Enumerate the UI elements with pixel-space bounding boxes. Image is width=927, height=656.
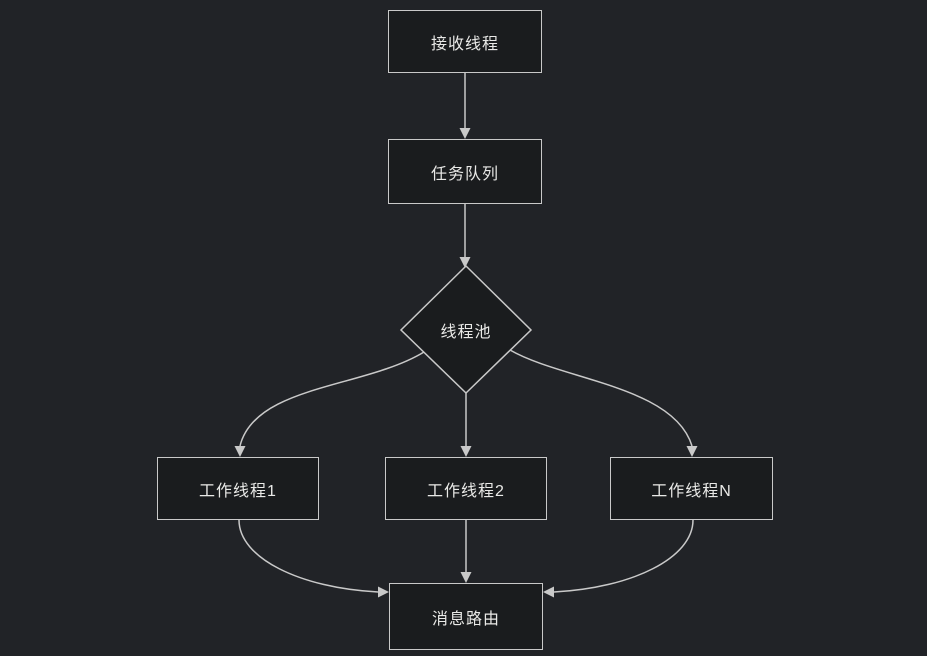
node-thread-pool-label: 线程池 (440, 324, 492, 341)
node-worker-n-label: 工作线程N (651, 482, 732, 500)
arrowhead-right-router (378, 586, 389, 598)
arrowhead-down-queue (459, 128, 471, 139)
node-task-queue-label: 任务队列 (430, 165, 499, 183)
edge-pool-to-worker1 (239, 351, 425, 447)
arrowhead-down-worker2 (460, 446, 472, 457)
arrowhead-down-worker1 (234, 446, 246, 457)
node-worker-1: 工作线程1 (157, 457, 319, 520)
node-worker-n: 工作线程N (610, 457, 773, 520)
node-worker-1-label: 工作线程1 (199, 482, 277, 500)
node-message-router: 消息路由 (389, 583, 543, 650)
node-message-router-label: 消息路由 (431, 610, 500, 628)
node-thread-pool: 线程池 (402, 310, 530, 350)
edge-worker1-to-router (238, 519, 379, 593)
arrowhead-down-router (460, 572, 472, 583)
arrowhead-left-router (543, 586, 554, 598)
edge-pool-to-workern (509, 349, 693, 447)
node-receive-thread-label: 接收线程 (430, 35, 499, 53)
arrowhead-down-pool (459, 257, 471, 268)
node-worker-2-label: 工作线程2 (427, 482, 505, 500)
edge-workern-to-router (553, 519, 694, 593)
arrowhead-down-workern (686, 446, 698, 457)
node-task-queue: 任务队列 (388, 139, 542, 204)
node-worker-2: 工作线程2 (385, 457, 547, 520)
node-receive-thread: 接收线程 (388, 10, 542, 73)
